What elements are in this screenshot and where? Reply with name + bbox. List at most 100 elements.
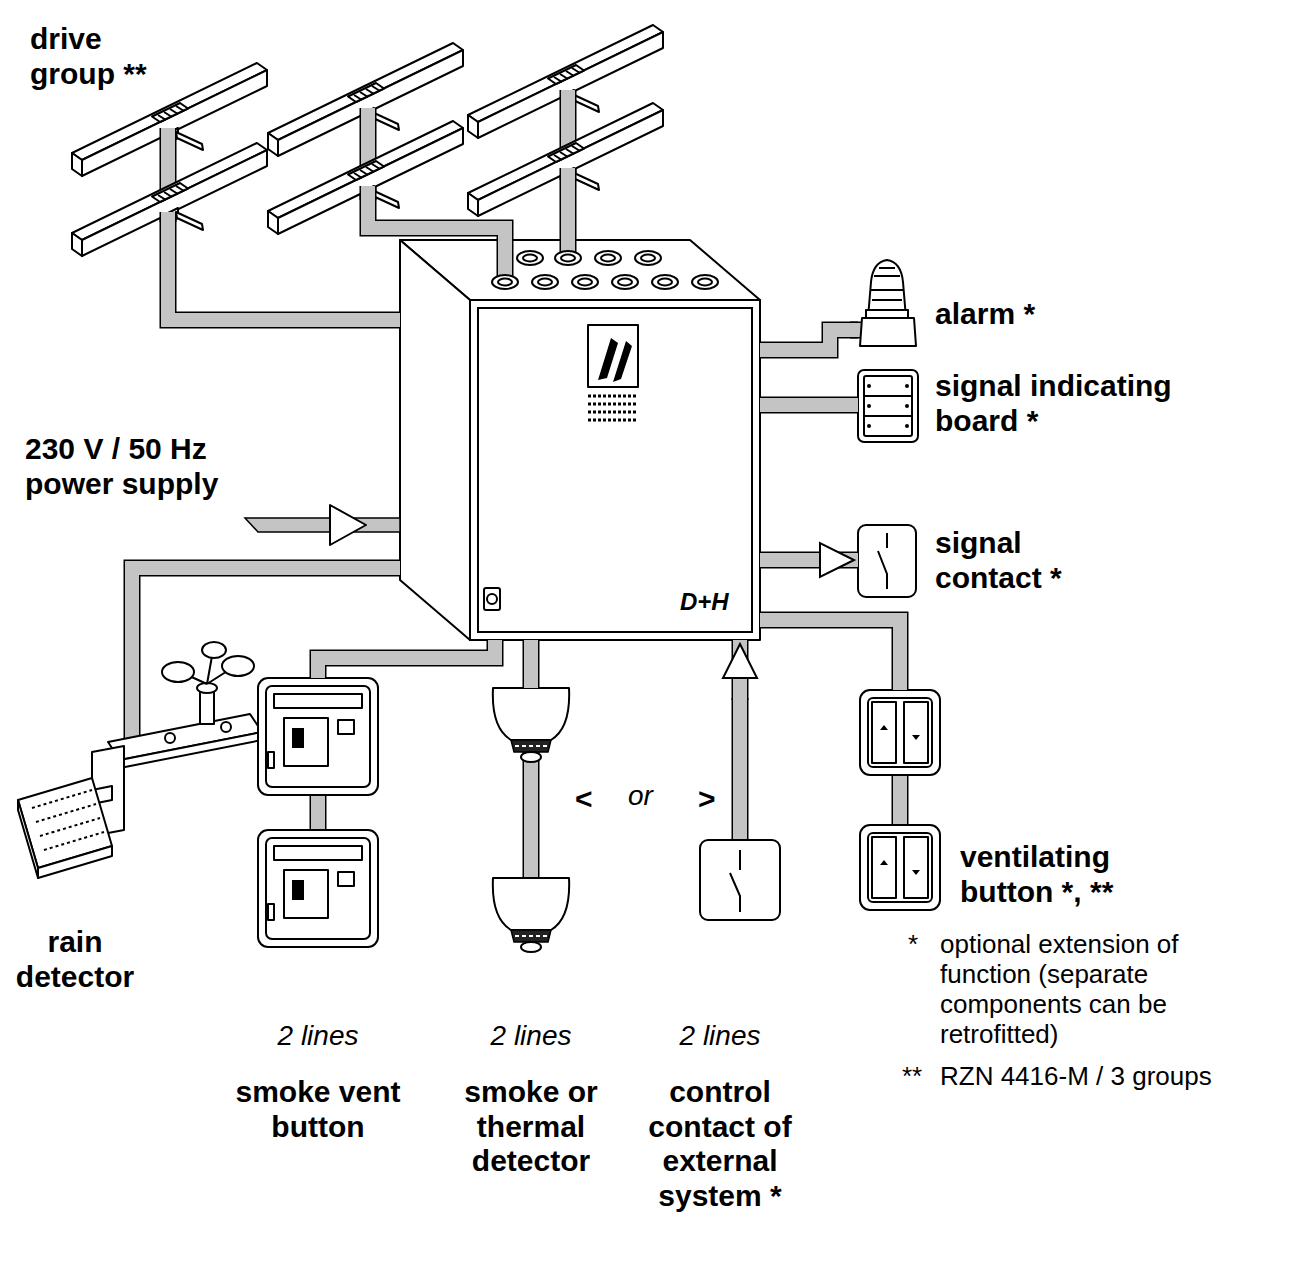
cable-connector bbox=[760, 620, 900, 690]
smoke-detectors bbox=[523, 750, 540, 882]
rain-detector-symbol bbox=[162, 662, 194, 682]
drive-group-symbol bbox=[560, 168, 577, 258]
cable-gland bbox=[652, 275, 678, 289]
cable-outline bbox=[523, 640, 540, 688]
cable-connector bbox=[168, 273, 400, 320]
cable-connector bbox=[318, 640, 495, 678]
smoke-detectors bbox=[493, 688, 569, 762]
component-label: signal contact * bbox=[935, 526, 1105, 595]
footnote-marker: ** bbox=[902, 1062, 922, 1092]
cable-outline bbox=[760, 620, 900, 690]
power-supply-arrow bbox=[330, 505, 366, 545]
indicator-board bbox=[864, 396, 912, 416]
alarm-beacon bbox=[866, 310, 908, 318]
smoke-detector: 2 lines smoke or thermal detector bbox=[450, 688, 618, 1185]
cable-gland bbox=[635, 251, 661, 265]
cable-gland bbox=[658, 279, 672, 286]
cable-outline bbox=[132, 568, 400, 625]
smoke-detectors bbox=[524, 750, 538, 882]
rain-detector-symbol bbox=[165, 733, 175, 743]
arrow-head bbox=[820, 543, 854, 577]
component-label: control contact of external system * bbox=[630, 1075, 810, 1213]
cable-outline bbox=[318, 640, 495, 678]
cable-fill bbox=[760, 620, 900, 690]
rain-detector-symbol bbox=[202, 642, 226, 658]
cable-gland bbox=[618, 279, 632, 286]
control-panel-housing bbox=[478, 308, 752, 632]
cable-fill bbox=[168, 273, 400, 320]
control-contact-symbol bbox=[733, 698, 747, 842]
footnote-text: RZN 4416-M / 3 groups bbox=[940, 1062, 1212, 1092]
cable-gland bbox=[492, 275, 518, 289]
component-label: rain detector bbox=[5, 925, 145, 994]
alarm-beacon bbox=[850, 260, 916, 346]
control-panel-housing bbox=[470, 300, 760, 640]
component-label: drive group ** bbox=[30, 22, 180, 91]
rain-detector-symbol bbox=[124, 625, 141, 748]
control-panel-housing bbox=[588, 325, 638, 387]
cable-gland bbox=[523, 255, 537, 262]
smoke-vent-buttons bbox=[258, 830, 378, 947]
line-count: 2 lines bbox=[450, 1020, 612, 1052]
cable-connector bbox=[760, 330, 858, 350]
power-supply-arrow bbox=[245, 505, 400, 545]
component-label: smoke vent button bbox=[228, 1075, 408, 1144]
alternative-symbol: > bbox=[698, 782, 716, 817]
footnote-marker: * bbox=[908, 930, 918, 960]
ventilating-button: ventilating button *, ** bbox=[858, 690, 1166, 915]
ventilating-buttons bbox=[893, 770, 907, 830]
cable-gland bbox=[601, 255, 615, 262]
cable-gland bbox=[698, 279, 712, 286]
cable-gland bbox=[572, 275, 598, 289]
rain-detector-symbol bbox=[18, 800, 38, 878]
cable-connector bbox=[132, 568, 400, 625]
rain-detector-symbol bbox=[18, 625, 262, 878]
smoke-vent-buttons bbox=[310, 790, 327, 835]
line-count: 2 lines bbox=[228, 1020, 408, 1052]
signal-contact-symbol bbox=[858, 525, 916, 597]
drive-group-symbol bbox=[561, 168, 575, 258]
control-contact-symbol bbox=[730, 850, 740, 912]
control-panel-housing bbox=[598, 338, 632, 382]
signal-contact: signal contact * bbox=[858, 520, 1111, 601]
rain-detector-symbol bbox=[222, 656, 254, 676]
cable-connector bbox=[760, 543, 858, 577]
control-panel-housing bbox=[400, 240, 470, 640]
cable-gland bbox=[578, 279, 592, 286]
control-contact-symbol bbox=[732, 698, 749, 842]
component-label: smoke or thermal detector bbox=[450, 1075, 612, 1179]
rain-detector-symbol bbox=[32, 790, 104, 850]
cable-gland bbox=[595, 251, 621, 265]
control-contact-symbol bbox=[700, 840, 780, 920]
alternative-word: or bbox=[628, 780, 653, 812]
control-panel-housing bbox=[588, 396, 638, 420]
cable-gland bbox=[692, 275, 718, 289]
cable-connector bbox=[723, 640, 757, 700]
signal-indicating-board: signal indicating board * bbox=[858, 365, 1231, 447]
indicator-board bbox=[867, 424, 871, 428]
ventilating-buttons bbox=[860, 690, 940, 775]
control-panel-housing bbox=[487, 594, 497, 604]
cable-gland bbox=[538, 279, 552, 286]
control-panel-housing bbox=[400, 240, 760, 640]
smoke-detectors bbox=[493, 878, 569, 952]
rain-detector-symbol bbox=[221, 722, 231, 732]
brand-logo: D+H bbox=[680, 588, 729, 616]
component-label: ventilating button *, ** bbox=[960, 840, 1160, 909]
component-label: signal indicating board * bbox=[935, 369, 1225, 438]
control-contact: 2 linescontrol contact of external syste… bbox=[630, 700, 816, 1219]
cable-fill bbox=[760, 330, 858, 350]
alarm: alarm * bbox=[858, 255, 1041, 350]
indicator-board bbox=[905, 424, 909, 428]
cable-fill bbox=[132, 568, 400, 625]
power-supply-label: 230 V / 50 Hz power supply bbox=[25, 432, 265, 501]
drive-group-symbol bbox=[160, 212, 177, 273]
control-panel: D+H bbox=[400, 240, 760, 640]
ventilating-buttons bbox=[892, 770, 909, 830]
cable-gland bbox=[555, 251, 581, 265]
drive-group-symbol bbox=[72, 25, 663, 282]
smoke-vent-button: 2 lines smoke vent button bbox=[228, 678, 414, 1150]
arrow-head bbox=[723, 644, 757, 678]
rain-detector-symbol bbox=[38, 846, 112, 878]
cable-gland bbox=[532, 275, 558, 289]
